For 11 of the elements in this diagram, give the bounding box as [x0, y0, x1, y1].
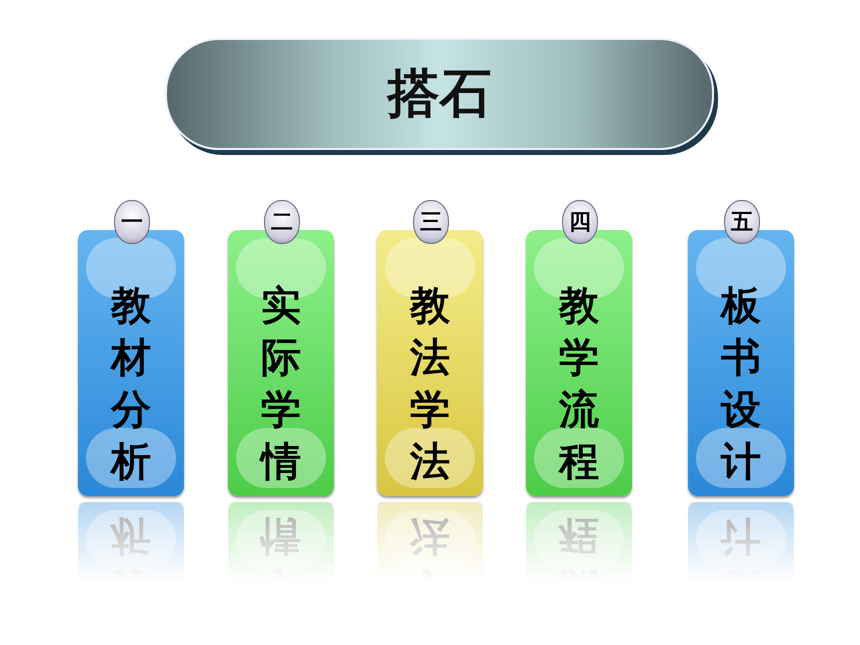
- number-badge: 五: [724, 200, 760, 244]
- title: 搭石: [388, 63, 492, 126]
- tag-label: 教学流程: [557, 282, 600, 487]
- number-badge: 三: [413, 200, 449, 244]
- tag-label: 板书设计: [719, 282, 762, 487]
- number-badge: 四: [562, 200, 598, 244]
- tag-label: 教法学法: [408, 282, 451, 487]
- number-badge: 一: [114, 200, 150, 244]
- tag-label: 教材分析: [109, 282, 152, 487]
- tag-label: 实际学情: [259, 282, 302, 487]
- number-badge: 二: [264, 200, 300, 244]
